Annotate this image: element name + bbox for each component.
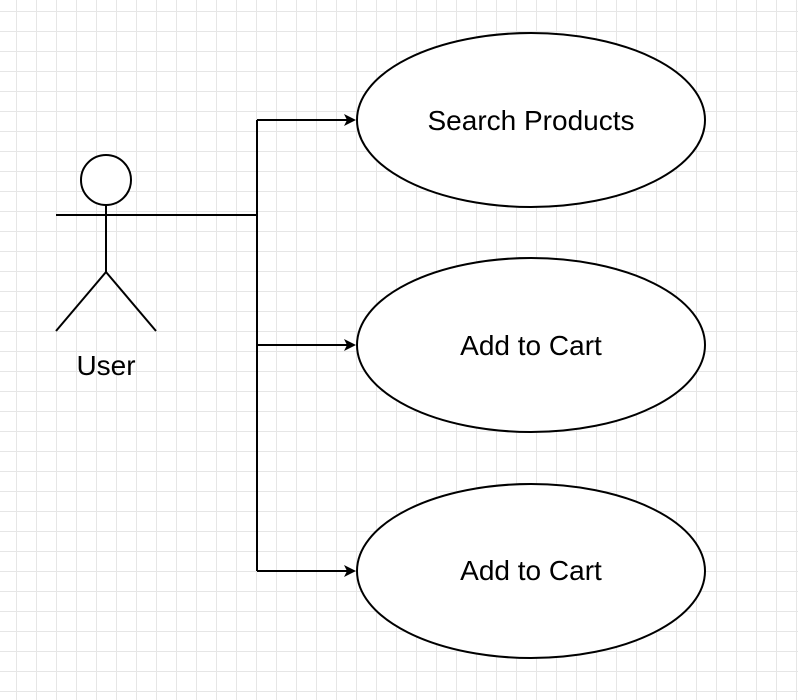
use-case-label-add-to-cart-2: Add to Cart xyxy=(460,555,602,586)
use-case-add-to-cart-1[interactable] xyxy=(356,257,706,433)
use-case-label-add-to-cart-1: Add to Cart xyxy=(460,330,602,361)
actor-right-leg xyxy=(105,271,157,332)
actor-left-leg xyxy=(55,271,107,332)
use-case-add-to-cart-2[interactable] xyxy=(356,483,706,659)
use-case-search-products[interactable] xyxy=(356,32,706,208)
connectors xyxy=(156,114,356,577)
actor-label: User xyxy=(76,350,136,381)
actor-figure[interactable] xyxy=(55,154,157,332)
actor-head xyxy=(80,154,132,206)
use-case-label-search-products: Search Products xyxy=(427,105,635,136)
